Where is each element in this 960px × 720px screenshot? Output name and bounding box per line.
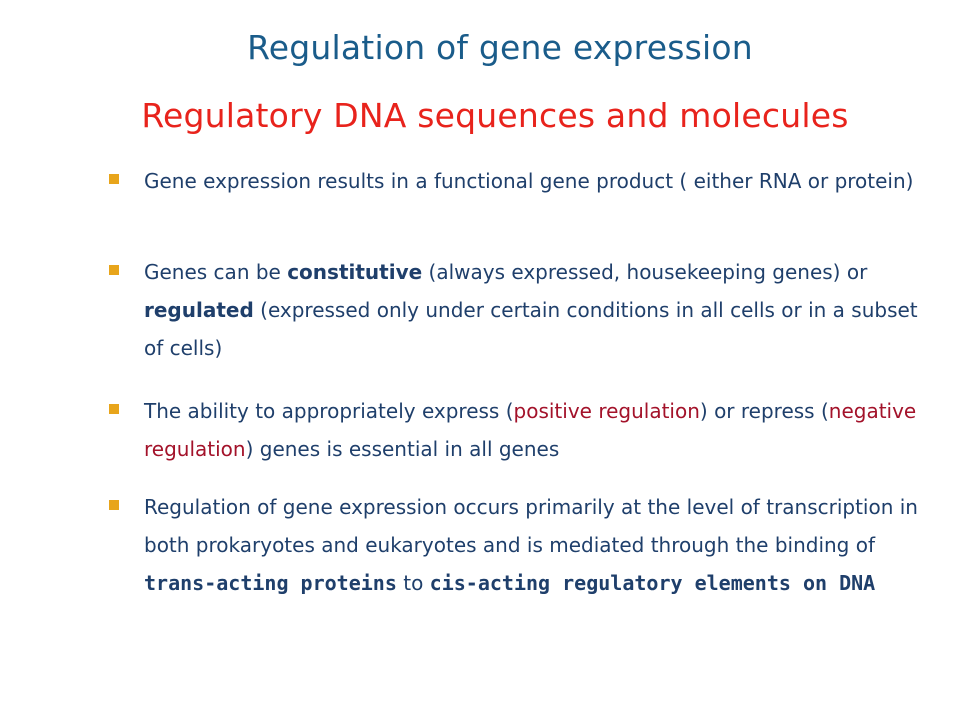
bullet-square-icon	[109, 174, 119, 184]
term-positive-regulation: positive regulation	[513, 399, 700, 423]
bullet-text: to	[396, 571, 430, 595]
bullet-item-2: Genes can be constitutive (always expres…	[144, 253, 934, 367]
bullet-text: ) or repress (	[699, 399, 829, 423]
bullet-square-icon	[109, 500, 119, 510]
bullet-item-4: Regulation of gene expression occurs pri…	[144, 488, 934, 602]
term-constitutive: constitutive	[287, 260, 423, 284]
bullet-text: (always expressed, housekeeping genes) o…	[422, 260, 868, 284]
term-negative-regulation: negative regulation	[144, 399, 917, 461]
term-trans-acting-proteins: trans-acting proteins	[144, 571, 397, 595]
bullet-text: (expressed only under certain conditions…	[144, 298, 918, 360]
bullet-text: The ability to appropriately express (	[144, 399, 514, 423]
bullet-item-3: The ability to appropriately express (po…	[144, 392, 934, 468]
bullet-text: Genes can be	[144, 260, 288, 284]
slide-title: Regulation of gene expression	[247, 28, 753, 67]
bullet-text: Gene expression results in a functional …	[144, 169, 914, 193]
slide-subtitle: Regulatory DNA sequences and molecules	[141, 96, 849, 135]
bullet-text: ) genes is essential in all genes	[245, 437, 560, 461]
bullet-square-icon	[109, 404, 119, 414]
term-regulated: regulated	[144, 298, 254, 322]
term-cis-acting-elements: cis-acting regulatory elements on DNA	[429, 571, 876, 595]
bullet-item-1: Gene expression results in a functional …	[144, 162, 934, 200]
bullet-square-icon	[109, 265, 119, 275]
bullet-text: Regulation of gene expression occurs pri…	[144, 495, 918, 557]
